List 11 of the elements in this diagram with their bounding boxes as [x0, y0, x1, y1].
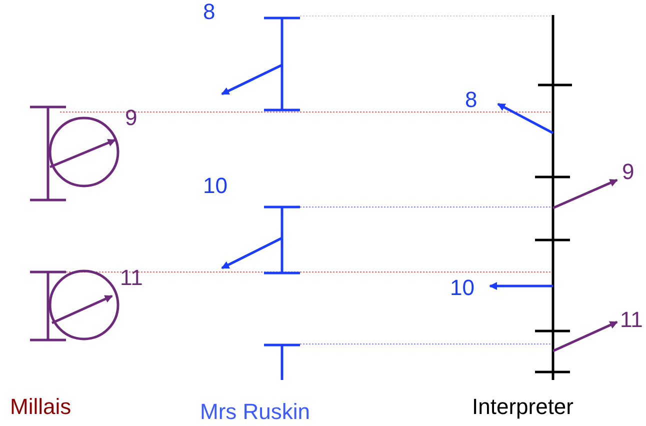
lifeline-label: Mrs Ruskin	[200, 400, 310, 424]
message-number: 10	[203, 174, 228, 198]
lifeline-label: Interpreter	[472, 395, 574, 419]
message-number: 11	[620, 308, 643, 332]
message-number: 10	[450, 276, 474, 300]
message-number: 8	[203, 0, 216, 24]
message-number: 11	[120, 266, 143, 290]
message-number: 9	[622, 160, 634, 184]
lifeline-label: Millais	[10, 395, 72, 419]
message-number: 9	[125, 106, 138, 130]
message-number: 8	[465, 88, 478, 112]
